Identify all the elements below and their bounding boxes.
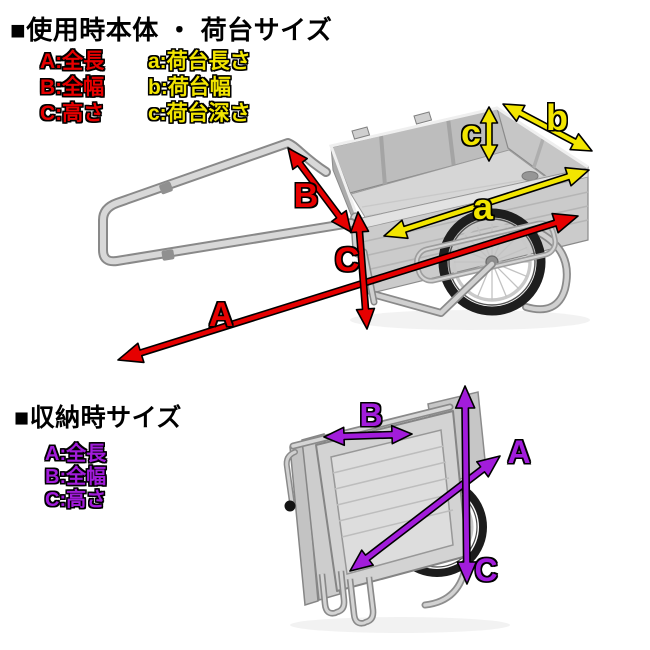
arrow-bed-length-a bbox=[383, 166, 590, 240]
section-title-stored: ■収納時サイズ bbox=[14, 404, 182, 432]
arrow-overall-length-A bbox=[117, 212, 579, 364]
arrow-label-C: C bbox=[334, 241, 360, 279]
arrow-overall-height-C bbox=[349, 211, 376, 330]
arrow-label-stored-B: B bbox=[359, 397, 383, 433]
arrow-label-stored-A: A bbox=[507, 434, 531, 470]
legend-item-overall-height: C:高さ bbox=[40, 102, 105, 125]
legend-item-bed-depth: c:荷台深さ bbox=[148, 102, 251, 125]
arrow-label-a: a bbox=[472, 186, 494, 227]
arrow-stored-width-B bbox=[323, 424, 413, 447]
legend-stored-dimensions: A:全長 B:全幅 C:高さ bbox=[45, 443, 106, 512]
arrow-label-b: b bbox=[546, 97, 568, 138]
arrow-bed-depth-c bbox=[479, 106, 499, 162]
legend-item-bed-length: a:荷台長さ bbox=[148, 50, 251, 73]
legend-item-bed-width: b:荷台幅 bbox=[148, 76, 231, 99]
section-title-in-use: ■使用時本体 ・ 荷台サイズ bbox=[10, 15, 333, 45]
legend-item-overall-length: A:全長 bbox=[40, 50, 105, 73]
legend-item-overall-width: B:全幅 bbox=[40, 76, 105, 99]
folded-cart-photo bbox=[283, 391, 510, 633]
arrow-label-stored-C: C bbox=[474, 552, 498, 588]
legend-item-stored-height: C:高さ bbox=[45, 489, 107, 511]
arrow-bed-width-b bbox=[502, 103, 593, 152]
arrow-label-A: A bbox=[208, 296, 234, 334]
legend-item-stored-width: B:全幅 bbox=[45, 466, 107, 488]
legend-item-stored-length: A:全長 bbox=[45, 443, 107, 465]
arrow-label-c: c bbox=[460, 112, 482, 153]
legend-overall-dimensions: A:全長 B:全幅 C:高さ bbox=[40, 49, 104, 127]
arrow-stored-height-C bbox=[454, 385, 478, 585]
arrow-label-B: B bbox=[293, 177, 319, 215]
legend-bed-dimensions: a:荷台長さ b:荷台幅 c:荷台深さ bbox=[148, 49, 251, 127]
